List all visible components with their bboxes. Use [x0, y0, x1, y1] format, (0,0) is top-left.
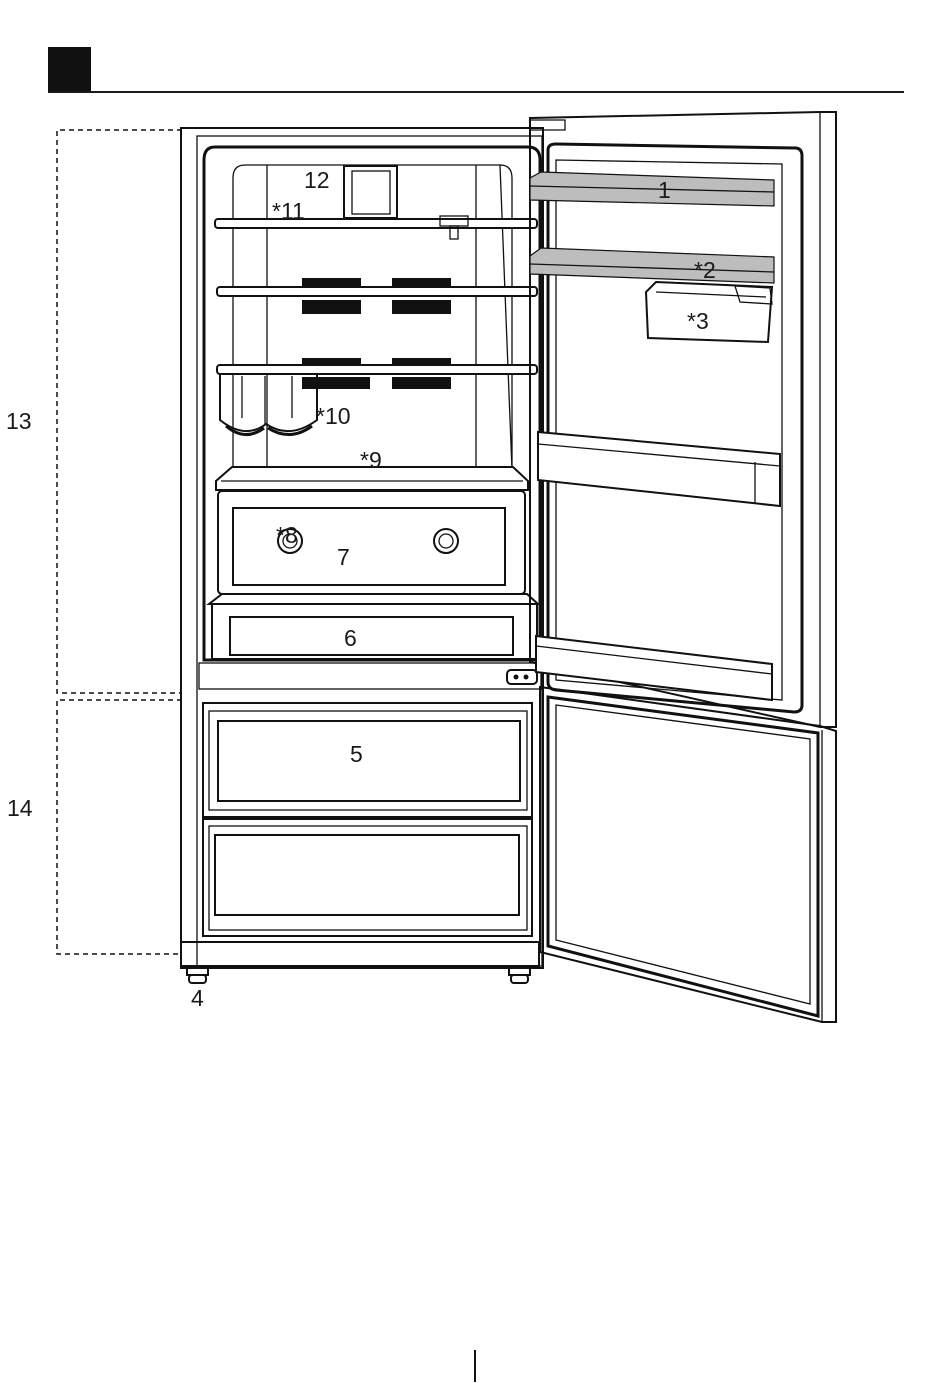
- door-balconies: [530, 172, 780, 700]
- callout-12: 12: [304, 167, 330, 193]
- freezer-drawers: [203, 703, 532, 936]
- compartment-divider: [199, 663, 541, 689]
- callout-7: 7: [337, 544, 350, 570]
- fridge-shelves: [215, 216, 537, 374]
- callout-6: 6: [344, 625, 357, 651]
- fridge-compartment-bracket: [57, 130, 182, 693]
- cabinet: [181, 120, 565, 968]
- callout-5: 5: [350, 741, 363, 767]
- chiller-drawer: [209, 594, 538, 659]
- callout-11: *11: [272, 198, 305, 224]
- fan-light-unit: [344, 166, 397, 218]
- cabinet-base: [181, 942, 539, 983]
- callout-9: *9: [360, 447, 382, 473]
- section-marker: [48, 47, 91, 91]
- callout-2: *2: [694, 257, 716, 283]
- crisper-drawer: [218, 491, 525, 594]
- callout-8: *8: [276, 522, 298, 548]
- callout-3: *3: [687, 308, 709, 334]
- callout-4: 4: [191, 985, 204, 1011]
- callout-13: 13: [6, 408, 32, 434]
- callout-14: 14: [7, 795, 33, 821]
- egg-holder: [646, 282, 772, 342]
- freezer-compartment-bracket: [57, 700, 182, 954]
- freezer-door: [540, 687, 836, 1022]
- callout-10: *10: [316, 403, 351, 429]
- callout-1: 1: [658, 177, 671, 203]
